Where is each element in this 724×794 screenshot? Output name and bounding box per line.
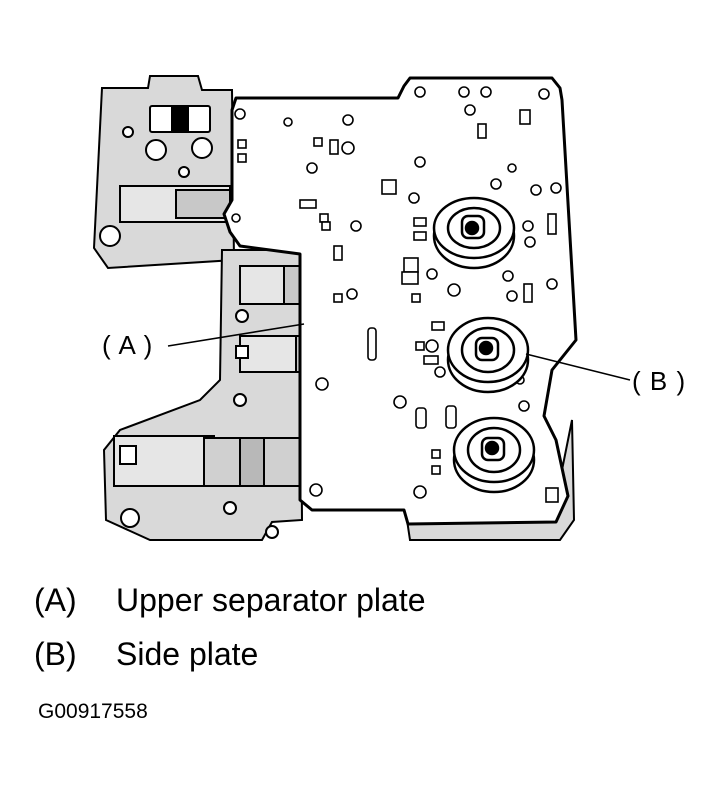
legend-text: Upper separator plate <box>116 582 426 618</box>
side-plate <box>432 196 536 494</box>
solenoid-lower <box>113 435 303 539</box>
accumulator-bottom <box>452 416 536 494</box>
legend-text: Side plate <box>116 636 259 672</box>
leader-line-a <box>167 323 305 347</box>
figure-id: G00917558 <box>38 700 148 723</box>
legend-key: (A) <box>34 582 77 618</box>
callout-a-label: ( A ) <box>102 330 154 360</box>
legend-item-b: (B) Side plate <box>34 636 258 673</box>
legend-key: (B) <box>34 636 77 672</box>
upper-separator-plate <box>222 76 578 526</box>
callout-b-label: ( B ) <box>632 366 687 396</box>
leader-line-b <box>525 353 631 381</box>
accumulator-middle <box>446 316 530 394</box>
valve-body-illustration <box>92 75 631 541</box>
accumulator-top <box>432 196 516 270</box>
separator-plate-holes <box>231 86 562 503</box>
legend-item-a: (A) Upper separator plate <box>34 582 426 619</box>
